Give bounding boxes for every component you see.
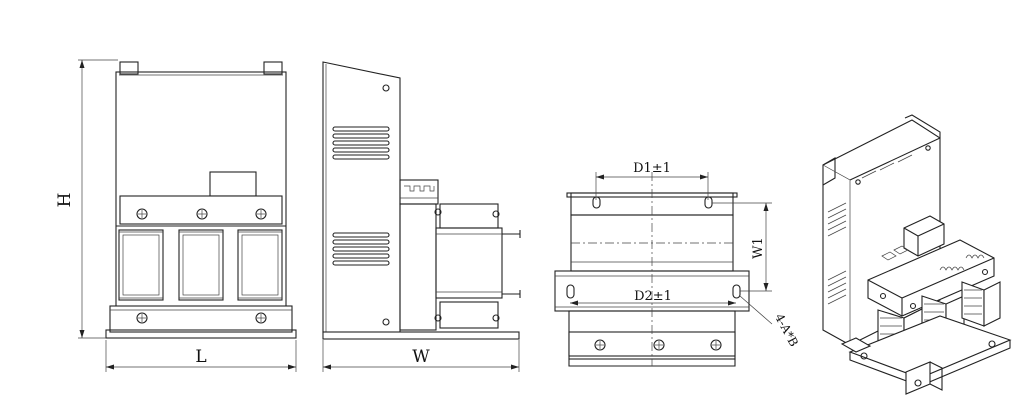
- upper-bolt-middle: [196, 208, 208, 220]
- front-view: H L: [55, 59, 297, 372]
- label-d2: D2±1: [634, 289, 672, 304]
- iso-vent-lower: [827, 270, 847, 305]
- dimension-d1: D1±1: [595, 161, 709, 200]
- coil-right: [237, 229, 283, 301]
- top-view: D1±1 D2±1 W1 4-A*B: [554, 161, 801, 367]
- lower-bolt-right: [255, 312, 267, 324]
- dimension-h: H: [55, 59, 118, 339]
- top-view-bolt-right: [710, 339, 722, 351]
- label-d1: D1±1: [633, 161, 671, 176]
- top-view-bolt-left: [594, 339, 606, 351]
- lower-vent: [332, 232, 390, 266]
- slot-hole-d2-left: [566, 284, 575, 299]
- label-h: H: [55, 193, 75, 208]
- dimension-w1: W1: [712, 202, 772, 292]
- side-terminal-block: [399, 179, 439, 205]
- label-l: L: [195, 347, 206, 367]
- label-w1: W1: [751, 237, 766, 259]
- top-view-bolt-middle: [653, 339, 665, 351]
- slot-hole-d2-right: [732, 284, 741, 299]
- iso-coil-3: [961, 281, 1001, 327]
- iso-vent-upper: [827, 202, 847, 237]
- isometric-view: [822, 114, 1012, 395]
- dimension-w: W: [322, 340, 520, 372]
- label-w: W: [412, 347, 430, 367]
- coil-left: [118, 229, 164, 301]
- dimension-d2: D2±1: [570, 289, 736, 306]
- iso-terminal-block: [881, 215, 945, 261]
- side-view: W: [322, 61, 521, 372]
- lower-bolt-left: [136, 312, 148, 324]
- upper-vent: [332, 126, 390, 160]
- upper-bolt-right: [255, 208, 267, 220]
- upper-bolt-left: [136, 208, 148, 220]
- coil-middle: [178, 229, 224, 301]
- label-holes: 4-A*B: [772, 311, 801, 349]
- hole-callout: 4-A*B: [739, 295, 801, 349]
- slot-hole-d1-left: [592, 196, 601, 209]
- slot-hole-d1-right: [704, 196, 713, 209]
- dimension-l: L: [105, 340, 297, 372]
